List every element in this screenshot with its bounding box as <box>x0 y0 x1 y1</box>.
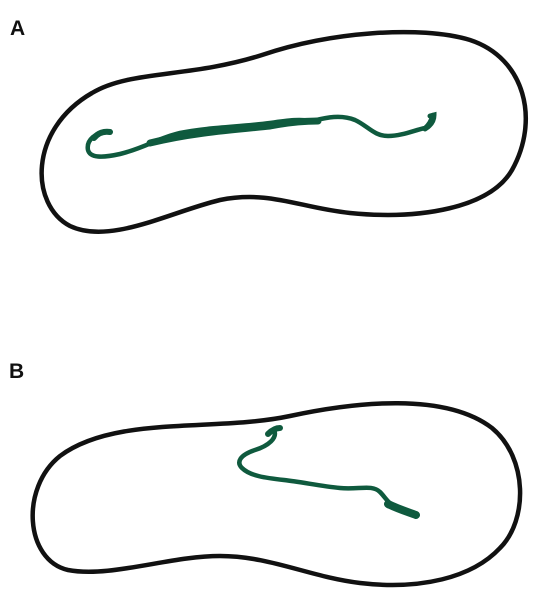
panel-a-strand-hook <box>94 132 110 138</box>
panel-a-strand <box>88 115 433 157</box>
panel-a-strand-end-flare <box>425 115 434 129</box>
panel-a-cell-outline <box>42 32 526 232</box>
panel-b-strand-thick-end <box>388 504 416 515</box>
